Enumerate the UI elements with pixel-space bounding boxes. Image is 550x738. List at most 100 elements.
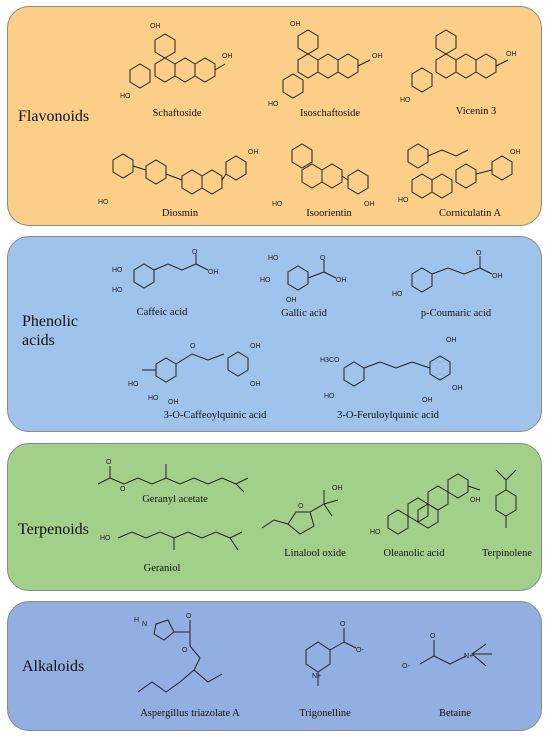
trigonelline-structure: O O- N+: [305, 621, 364, 686]
compound-label-isoschaftoside: Isoschaftoside: [299, 108, 361, 119]
svg-text:HO: HO: [148, 395, 159, 402]
svg-text:OH: OH: [446, 337, 457, 344]
compound-label-schaftoside: Schaftoside: [152, 108, 202, 119]
phenolic-acids-panel: [7, 236, 542, 432]
compound-label-3-o-feruloylquinic-acid: 3-O-Feruloylquinic acid: [337, 410, 439, 421]
svg-text:OH: OH: [332, 485, 343, 492]
svg-text:OH: OH: [150, 23, 161, 30]
gallic-acid-structure: HO HO OH O OH: [260, 255, 347, 304]
isoschaftoside-structure: OH OH HO: [268, 21, 383, 108]
svg-text:O: O: [298, 503, 304, 510]
svg-text:H3CO: H3CO: [320, 357, 340, 364]
svg-text:OH: OH: [510, 149, 521, 156]
compound-label-diosmin: Diosmin: [161, 208, 199, 219]
svg-text:HO: HO: [260, 277, 271, 284]
svg-text:OH: OH: [208, 269, 219, 276]
compound-label-p-coumaric-acid: p-Coumaric acid: [420, 308, 492, 319]
svg-text:O-: O-: [356, 647, 364, 654]
oleanolic-acid-structure: HO OH: [370, 473, 481, 536]
svg-text:OH: OH: [506, 51, 517, 58]
geranyl-acetate-structure: OO: [97, 459, 249, 493]
svg-text:O: O: [340, 621, 346, 628]
svg-text:O: O: [186, 613, 192, 620]
caffeic-acid-structure: HO HO O OH: [112, 249, 219, 294]
svg-text:HO: HO: [398, 197, 409, 204]
svg-text:OH: OH: [222, 53, 233, 60]
p-coumaric-acid-structure: HO O OH: [392, 250, 503, 298]
flavonoids-panel: [7, 6, 542, 226]
svg-text:HO: HO: [324, 393, 335, 400]
svg-text:OH: OH: [336, 277, 347, 284]
svg-text:OH: OH: [422, 397, 433, 404]
terpinolene-structure: [495, 469, 517, 528]
compound-label-betaine: Betaine: [438, 708, 472, 719]
svg-text:HO: HO: [128, 381, 139, 388]
corniculatin-a-structure: HO OH: [398, 143, 521, 204]
flavonoids-title: Flavonoids: [18, 108, 90, 125]
compound-label-trigonelline: Trigonelline: [299, 708, 351, 719]
svg-text:OH: OH: [364, 201, 375, 208]
terpenoids-panel: [7, 443, 542, 591]
svg-text:H: H: [134, 617, 139, 624]
svg-text:OH: OH: [470, 497, 481, 504]
svg-text:O: O: [192, 249, 198, 256]
svg-text:O: O: [190, 343, 196, 350]
compound-label-corniculatin-a: Corniculatin A: [438, 208, 502, 219]
compound-label-caffeic-acid: Caffeic acid: [136, 307, 188, 318]
betaine-structure: O O- N+: [402, 633, 492, 670]
svg-text:N: N: [142, 621, 147, 628]
phenolic-acids-title: Phenolic acids: [22, 313, 78, 349]
compound-label-aspergillus-triazolate-a: Aspergillus triazolate A: [140, 708, 240, 719]
aspergillus-triazolate-a-structure: HN O O: [134, 613, 223, 693]
compound-label-isoorientin: Isoorientin: [306, 208, 352, 219]
svg-text:OH: OH: [290, 21, 301, 28]
svg-text:HO: HO: [370, 529, 381, 536]
svg-text:OH: OH: [492, 273, 503, 280]
compound-label-linalool-oxide: Linalool oxide: [284, 548, 346, 559]
svg-text:HO: HO: [268, 101, 279, 108]
svg-text:HO: HO: [272, 201, 283, 208]
diosmin-structure: OH HO: [98, 149, 259, 206]
geraniol-structure: HO: [100, 531, 243, 551]
compound-label-oleanolic-acid: Oleanolic acid: [383, 548, 445, 559]
svg-text:HO: HO: [268, 255, 279, 262]
svg-text:HO: HO: [392, 291, 403, 298]
svg-text:OH: OH: [250, 381, 261, 388]
svg-text:O: O: [320, 255, 326, 262]
compound-label-geraniol: Geraniol: [143, 563, 181, 574]
svg-text:HO: HO: [100, 535, 111, 542]
svg-text:O: O: [430, 633, 436, 640]
terpenoids-title: Terpenoids: [18, 521, 89, 538]
compound-label-terpinolene: Terpinolene: [482, 548, 532, 559]
compound-label-3-o-caffeoylquinic-acid: 3-O-Caffeoylquinic acid: [163, 410, 267, 421]
svg-text:O: O: [182, 647, 188, 654]
svg-text:HO: HO: [400, 97, 411, 104]
svg-text:N+: N+: [312, 673, 321, 680]
compound-label-vicenin3: Vicenin 3: [455, 106, 497, 117]
svg-text:OH: OH: [248, 149, 259, 156]
compound-label-geranyl-acetate: Geranyl acetate: [142, 494, 208, 505]
svg-text:OH: OH: [250, 343, 261, 350]
isoorientin-structure: HO OH: [272, 143, 375, 208]
svg-text:N+: N+: [464, 653, 473, 660]
svg-text:O: O: [476, 250, 482, 257]
svg-text:HO: HO: [98, 199, 109, 206]
svg-text:O: O: [120, 486, 126, 493]
compound-label-gallic-acid: Gallic acid: [281, 308, 327, 319]
svg-text:OH: OH: [452, 385, 463, 392]
alkaloids-title: Alkaloids: [22, 658, 85, 675]
svg-text:O: O: [106, 459, 112, 466]
linalool-oxide-structure: OH O: [261, 485, 343, 535]
svg-text:O-: O-: [402, 663, 410, 670]
svg-text:OH: OH: [372, 53, 383, 60]
vicenin3-structure: OH HO: [400, 29, 517, 104]
caffeoylquinic-acid-structure: HO HO OH OH OH O: [128, 343, 261, 406]
svg-text:HO: HO: [112, 287, 123, 294]
svg-text:OH: OH: [286, 297, 297, 304]
svg-text:OH: OH: [168, 399, 179, 406]
schaftoside-structure: OH OH HO: [120, 23, 233, 100]
svg-text:HO: HO: [120, 93, 131, 100]
svg-text:HO: HO: [112, 267, 123, 274]
feruloylquinic-acid-structure: H3CO HO OH OH OH: [320, 337, 463, 404]
alkaloids-panel: [7, 601, 542, 731]
